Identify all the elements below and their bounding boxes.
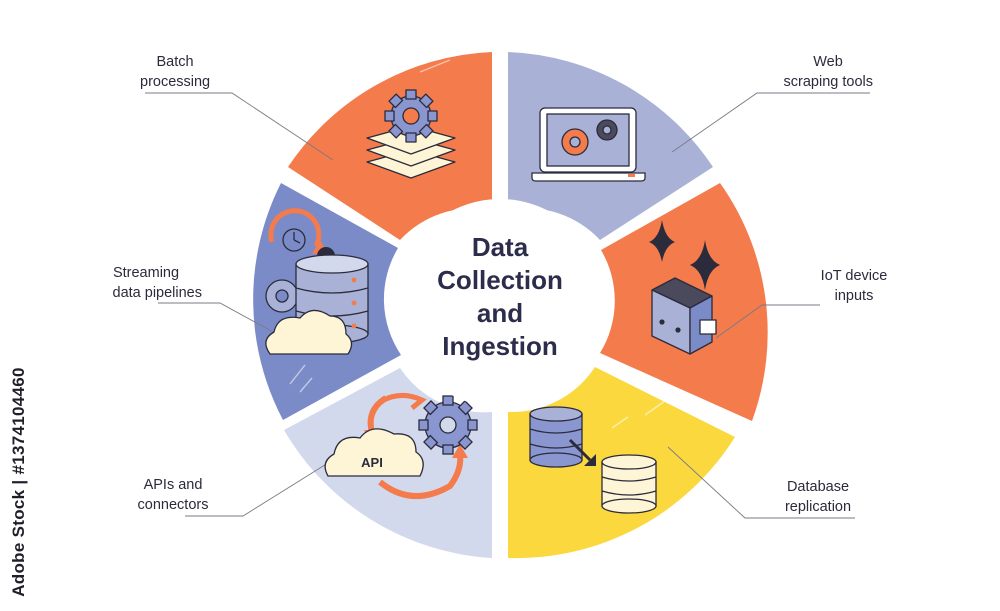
segment-shine-lines	[289, 59, 673, 429]
label-batch-processing: Batch processing	[140, 54, 211, 90]
center-circle	[396, 199, 604, 407]
label-streaming-pipelines: Streaming data pipelines	[112, 265, 203, 301]
api-cloud-gear-icon: API	[324, 393, 478, 500]
clock-database-cloud-icon	[265, 208, 369, 355]
laptop-gears-icon	[531, 107, 646, 182]
stacked-layers-gear-icon	[366, 89, 456, 179]
label-apis-connectors: APIs and connectors	[137, 477, 209, 513]
label-iot-inputs: IoT device inputs	[820, 268, 888, 304]
database-copy-icon	[529, 406, 657, 514]
center-title: Data Collection and Ingestion	[437, 232, 563, 361]
stock-id-watermark: Adobe Stock | #1374104460	[9, 367, 28, 597]
label-database-replication: Database replication	[784, 479, 852, 515]
connector-lines	[145, 92, 870, 519]
iot-device-sparkle-icon	[649, 220, 720, 355]
label-web-scraping: Web scraping tools	[783, 54, 873, 90]
api-badge-text: API	[361, 455, 383, 470]
